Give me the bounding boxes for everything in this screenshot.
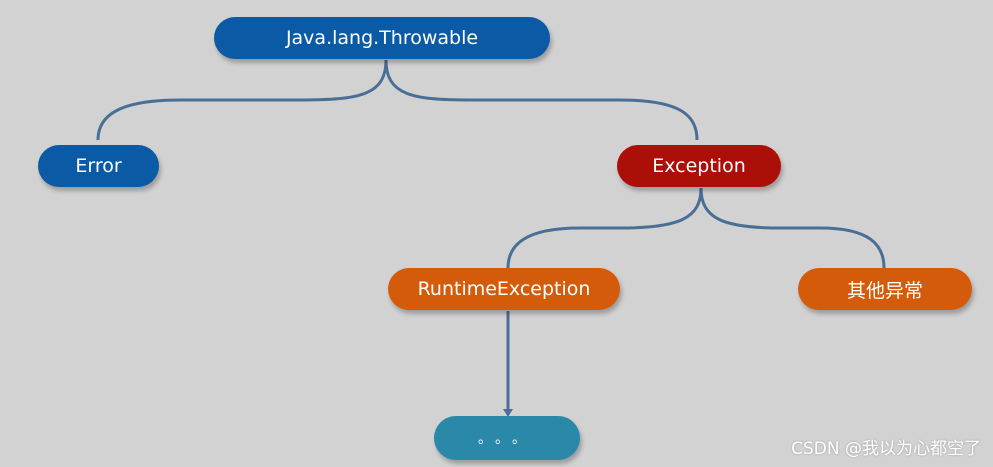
node-runtime-exception: RuntimeException: [388, 268, 620, 310]
node-other-exceptions: 其他异常: [798, 268, 972, 310]
node-more-ellipsis: 。。。: [434, 416, 580, 460]
connector-exception-runtime: [506, 187, 703, 269]
connector-root-error: [96, 59, 388, 141]
node-exception: Exception: [617, 145, 781, 187]
watermark-text: CSDN @我以为心都空了: [791, 439, 981, 459]
arrowhead-icon: [503, 409, 513, 417]
connector-root-exception: [384, 59, 699, 141]
node-error: Error: [38, 145, 159, 187]
connector-exception-other: [699, 187, 886, 269]
node-throwable: Java.lang.Throwable: [214, 17, 550, 59]
